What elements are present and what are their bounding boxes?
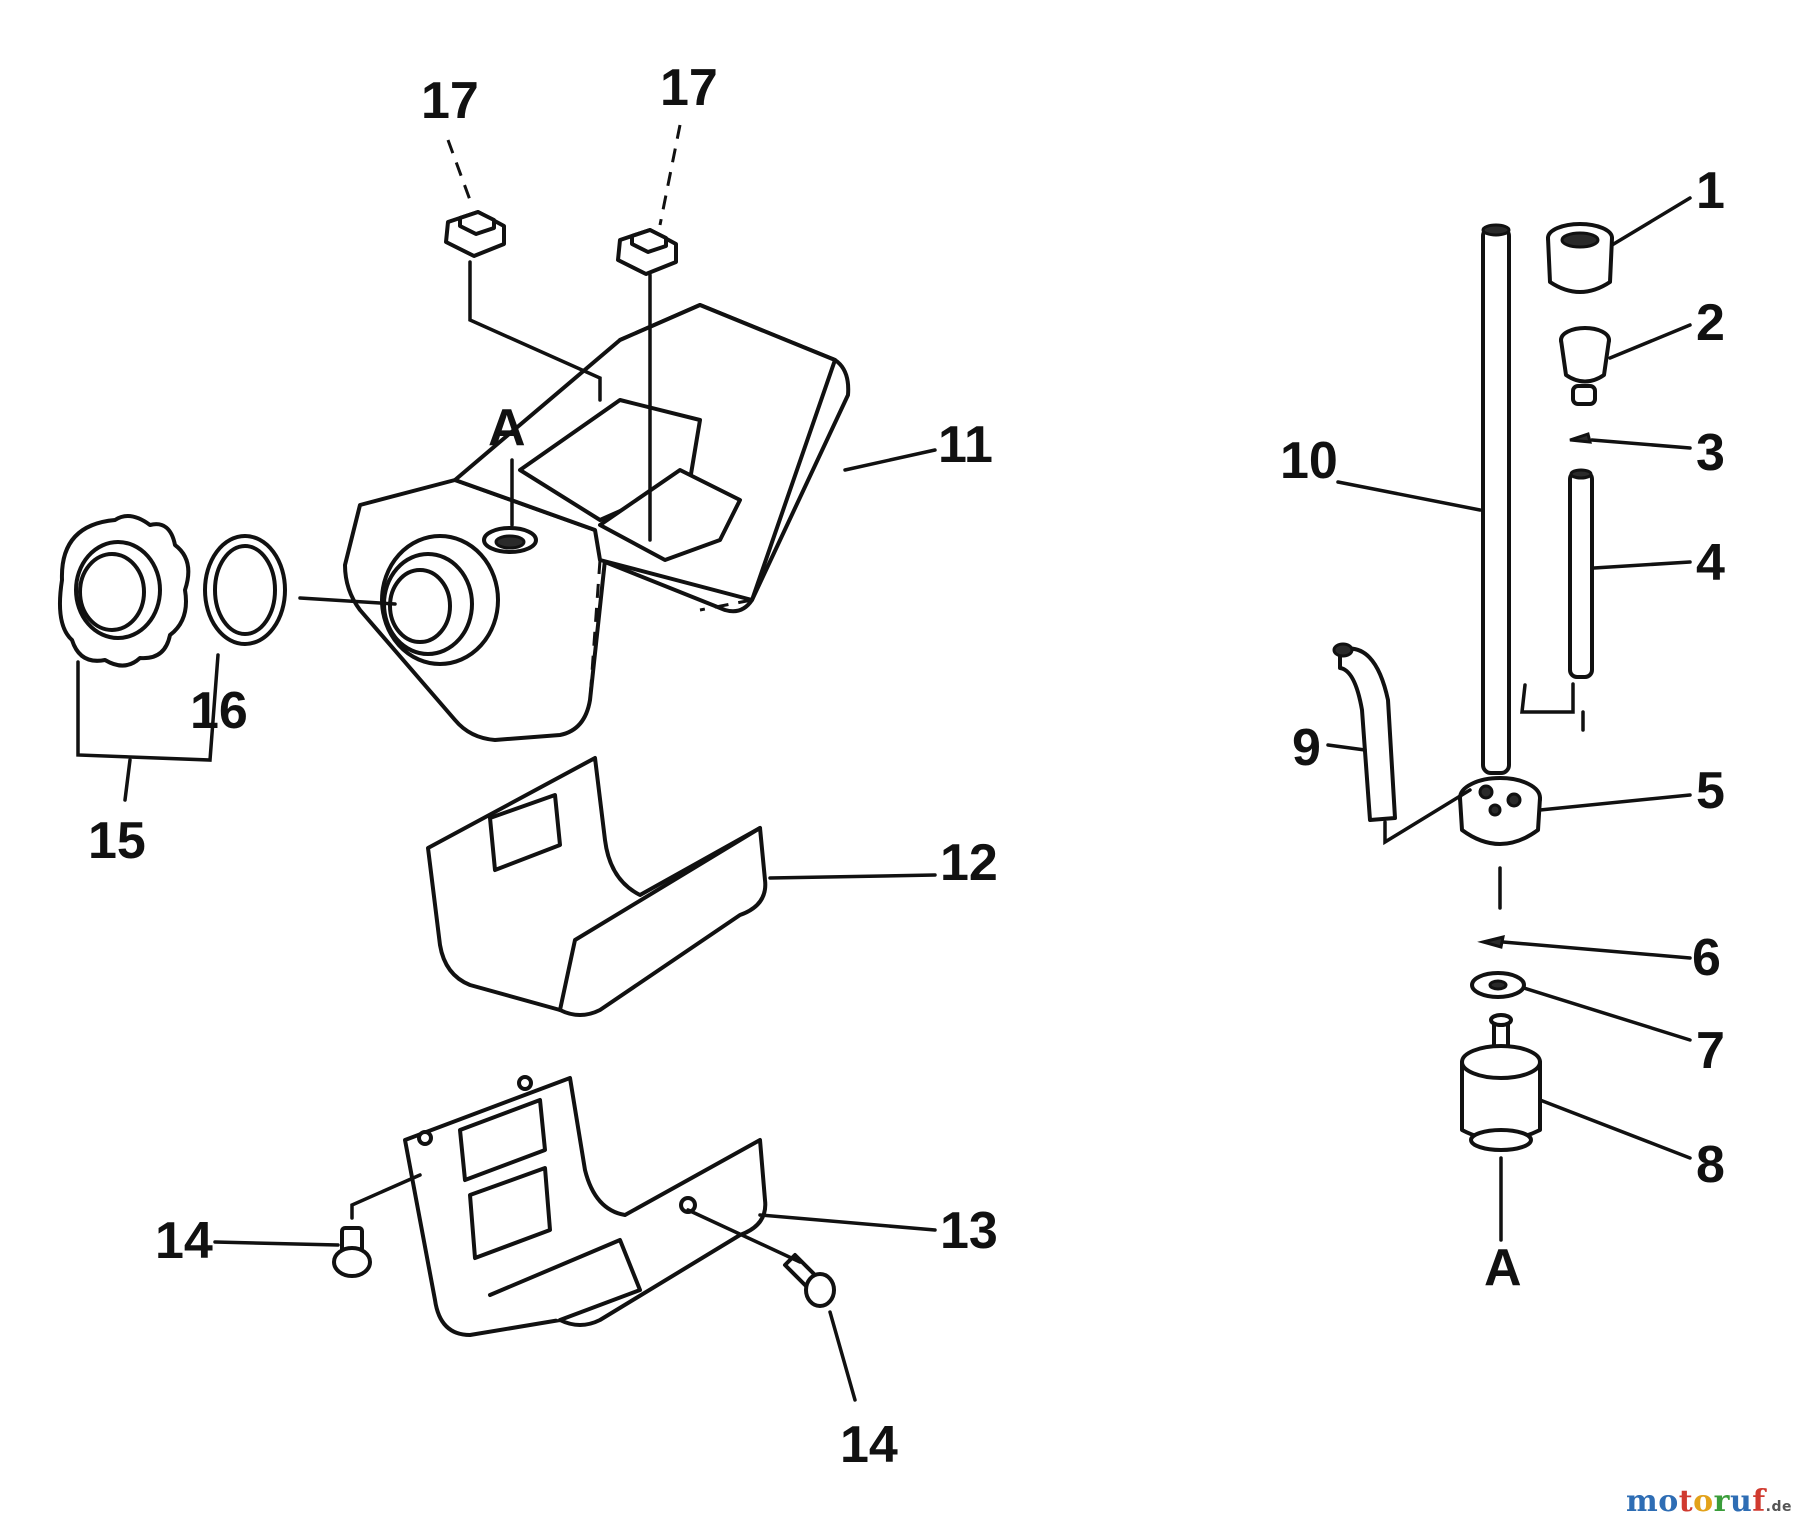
label-a-filter: A bbox=[1484, 1239, 1522, 1297]
label-15: 15 bbox=[88, 812, 146, 870]
grommet-2 bbox=[1559, 326, 1611, 406]
label-8: 8 bbox=[1696, 1136, 1725, 1194]
hose-9 bbox=[1332, 642, 1397, 822]
clip-6 bbox=[1477, 934, 1505, 949]
screw-14-right bbox=[783, 1253, 836, 1308]
label-a-tank: A bbox=[488, 399, 526, 457]
label-11: 11 bbox=[938, 416, 993, 474]
label-7: 7 bbox=[1696, 1022, 1725, 1080]
watermark-text: motoruf bbox=[1626, 1484, 1766, 1519]
tank-guard bbox=[403, 1075, 768, 1337]
bushing-1 bbox=[1546, 222, 1614, 294]
clip-3 bbox=[1569, 432, 1592, 444]
label-16: 16 bbox=[190, 682, 248, 740]
fuel-filter-8 bbox=[1460, 1013, 1542, 1152]
grommet-5 bbox=[1458, 776, 1542, 846]
label-9: 9 bbox=[1292, 719, 1321, 777]
label-14-bottom: 14 bbox=[840, 1416, 898, 1474]
cap-gasket bbox=[203, 534, 287, 646]
tank-shield bbox=[426, 756, 768, 1017]
tube-4 bbox=[1568, 468, 1594, 679]
grommet-17-left bbox=[444, 210, 506, 258]
label-17-right: 17 bbox=[660, 59, 718, 117]
watermark-letter: o bbox=[1693, 1484, 1714, 1519]
watermark-letter: r bbox=[1713, 1484, 1730, 1519]
label-6: 6 bbox=[1692, 929, 1721, 987]
watermark-letter: u bbox=[1729, 1484, 1753, 1519]
washer-7 bbox=[1470, 971, 1526, 999]
label-1: 1 bbox=[1696, 162, 1725, 220]
label-3: 3 bbox=[1696, 424, 1725, 482]
watermark-letter: o bbox=[1658, 1484, 1679, 1519]
watermark-letter: f bbox=[1752, 1484, 1766, 1519]
label-13: 13 bbox=[940, 1202, 998, 1260]
watermark-suffix: .de bbox=[1765, 1499, 1792, 1515]
right-leader-lines bbox=[1326, 196, 1692, 1242]
screw-14-left bbox=[332, 1226, 372, 1278]
fuel-tank bbox=[343, 303, 851, 742]
watermark: motoruf.de bbox=[1626, 1484, 1792, 1519]
label-12: 12 bbox=[940, 834, 998, 892]
label-14-left: 14 bbox=[155, 1212, 213, 1270]
label-2: 2 bbox=[1696, 294, 1725, 352]
fuel-pipe bbox=[1481, 223, 1511, 775]
grommet-17-right bbox=[616, 228, 678, 276]
left-leader-lines bbox=[76, 124, 937, 1402]
label-4: 4 bbox=[1696, 534, 1725, 592]
watermark-letter: m bbox=[1625, 1484, 1659, 1519]
label-17-left: 17 bbox=[421, 72, 479, 130]
label-10: 10 bbox=[1280, 432, 1338, 490]
fuel-cap bbox=[58, 514, 191, 668]
label-5: 5 bbox=[1696, 762, 1725, 820]
watermark-letter: t bbox=[1678, 1484, 1694, 1519]
